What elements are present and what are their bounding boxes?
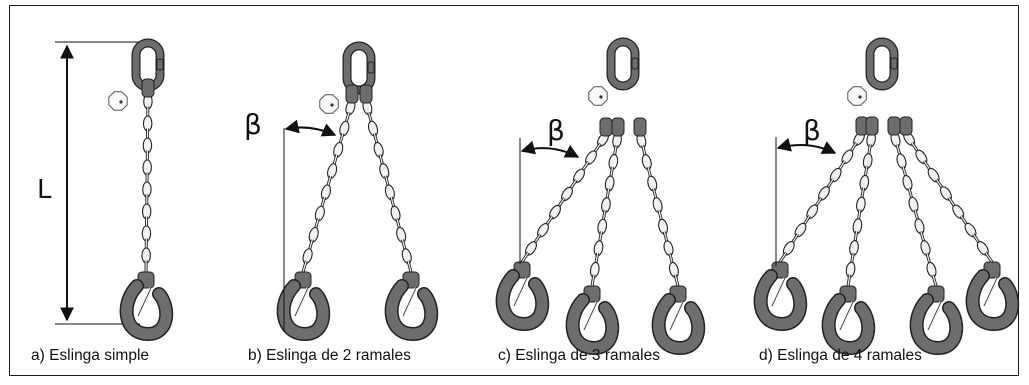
connecting-link — [611, 117, 625, 137]
identification-tag — [588, 86, 608, 106]
angle-reference-four-leg — [775, 137, 837, 266]
safety-hook — [753, 261, 808, 332]
master-link — [342, 41, 376, 95]
three-leg-sling — [495, 37, 706, 356]
caption-three-leg-sling: c) Eslinga de 3 ramales — [498, 347, 660, 364]
connecting-link — [865, 116, 879, 136]
caption-four-leg-sling: d) Eslinga de 4 ramales — [759, 347, 922, 364]
safety-hook — [821, 285, 876, 356]
safety-hook — [495, 261, 550, 332]
length-label: L — [37, 175, 52, 205]
chain — [589, 132, 622, 287]
connecting-link — [141, 78, 155, 98]
simple-sling — [108, 38, 174, 342]
connecting-link — [899, 116, 913, 136]
two-leg-sling — [276, 41, 439, 342]
safety-hook — [384, 271, 439, 342]
identification-tag — [108, 91, 128, 111]
master-link — [606, 37, 640, 91]
connecting-link — [599, 117, 613, 137]
safety-hook — [119, 271, 174, 342]
identification-tag — [319, 94, 339, 114]
chain — [778, 131, 865, 264]
figure-frame — [9, 5, 1019, 376]
safety-hook — [565, 285, 620, 356]
connecting-link — [633, 117, 647, 137]
chain — [903, 131, 994, 264]
safety-hook — [965, 261, 1020, 332]
angle-reference-two-leg — [283, 119, 337, 332]
caption-simple-sling: a) Eslinga simple — [31, 347, 150, 364]
angle-beta-two-leg: β — [244, 108, 262, 141]
safety-hook — [909, 285, 964, 356]
chain — [890, 131, 938, 287]
connecting-link — [345, 84, 359, 104]
chain — [845, 131, 877, 287]
chain — [141, 93, 153, 273]
angle-reference-three-leg — [519, 138, 580, 264]
caption-two-leg-sling: b) Eslinga de 2 ramales — [248, 347, 411, 364]
safety-hook — [651, 285, 706, 356]
master-link — [865, 37, 899, 91]
length-dimension — [55, 41, 140, 325]
identification-tag — [847, 86, 867, 106]
chain — [636, 132, 680, 287]
chain — [362, 99, 413, 273]
chain — [301, 99, 356, 273]
connecting-link — [887, 116, 901, 136]
angle-beta-three-leg: β — [547, 114, 565, 147]
chain — [520, 132, 609, 264]
angle-beta-four-leg: β — [803, 114, 821, 147]
safety-hook — [276, 271, 331, 342]
connecting-link — [359, 84, 373, 104]
four-leg-sling — [753, 37, 1020, 356]
